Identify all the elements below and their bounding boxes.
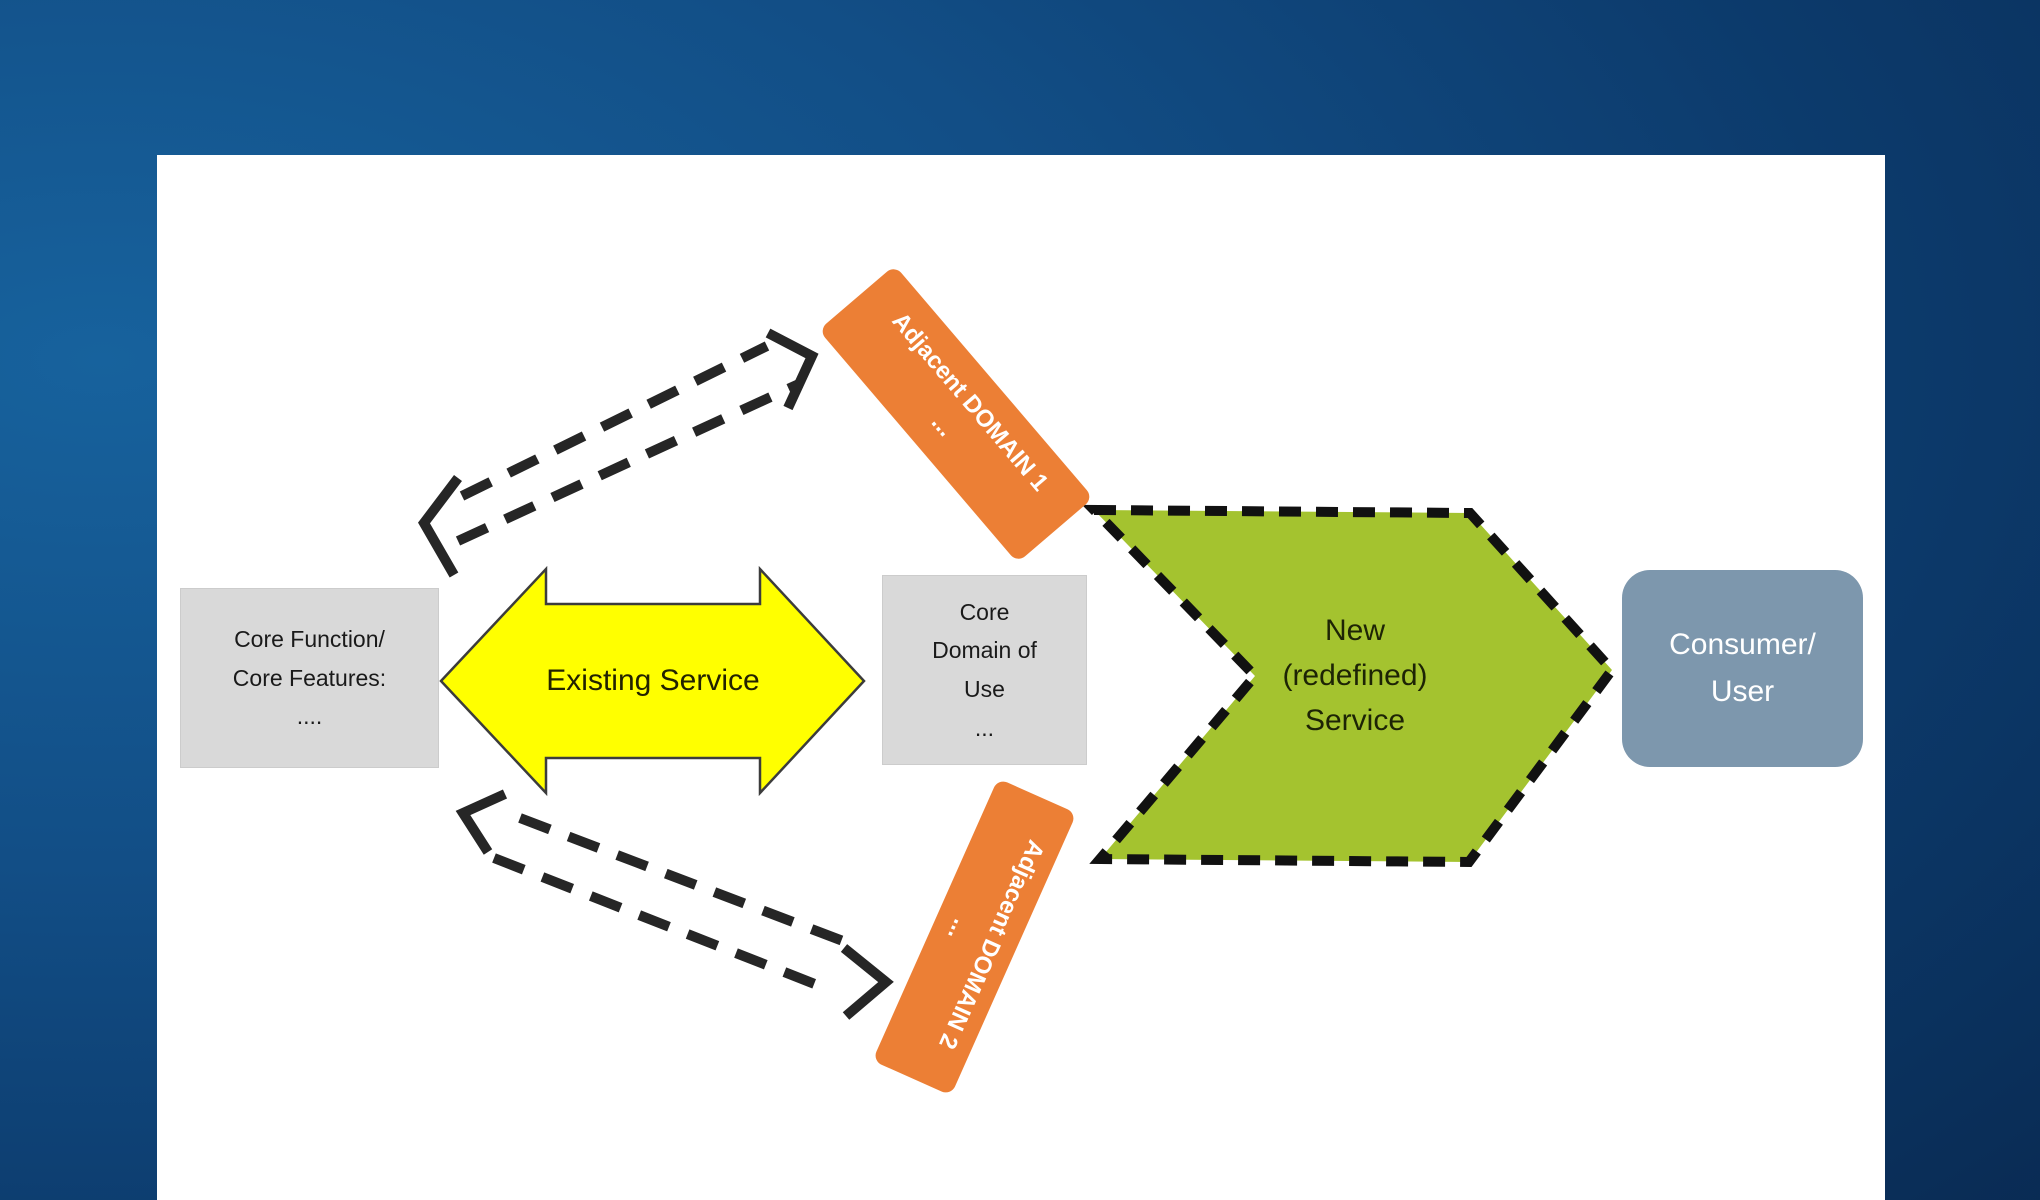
new-service-label: New (redefined) Service	[1282, 613, 1428, 737]
arrowhead-bottom-right	[840, 944, 894, 1020]
core-function-box: Core Function/ Core Features: ....	[180, 588, 439, 768]
existing-service-arrow	[439, 565, 866, 797]
arrowhead-bottom-left	[455, 789, 508, 855]
dashed-arrow-bottom	[455, 789, 894, 1020]
consumer-user-box: Consumer/ User	[1622, 570, 1863, 767]
dashed-arrow-top	[418, 328, 819, 578]
existing-service-label: Existing Service	[546, 664, 760, 697]
new-service-chevron	[1082, 504, 1619, 868]
arrowhead-top-left	[418, 474, 462, 578]
arrowhead-top-right	[765, 328, 819, 411]
core-domain-box: Core Domain of Use ...	[882, 575, 1087, 765]
